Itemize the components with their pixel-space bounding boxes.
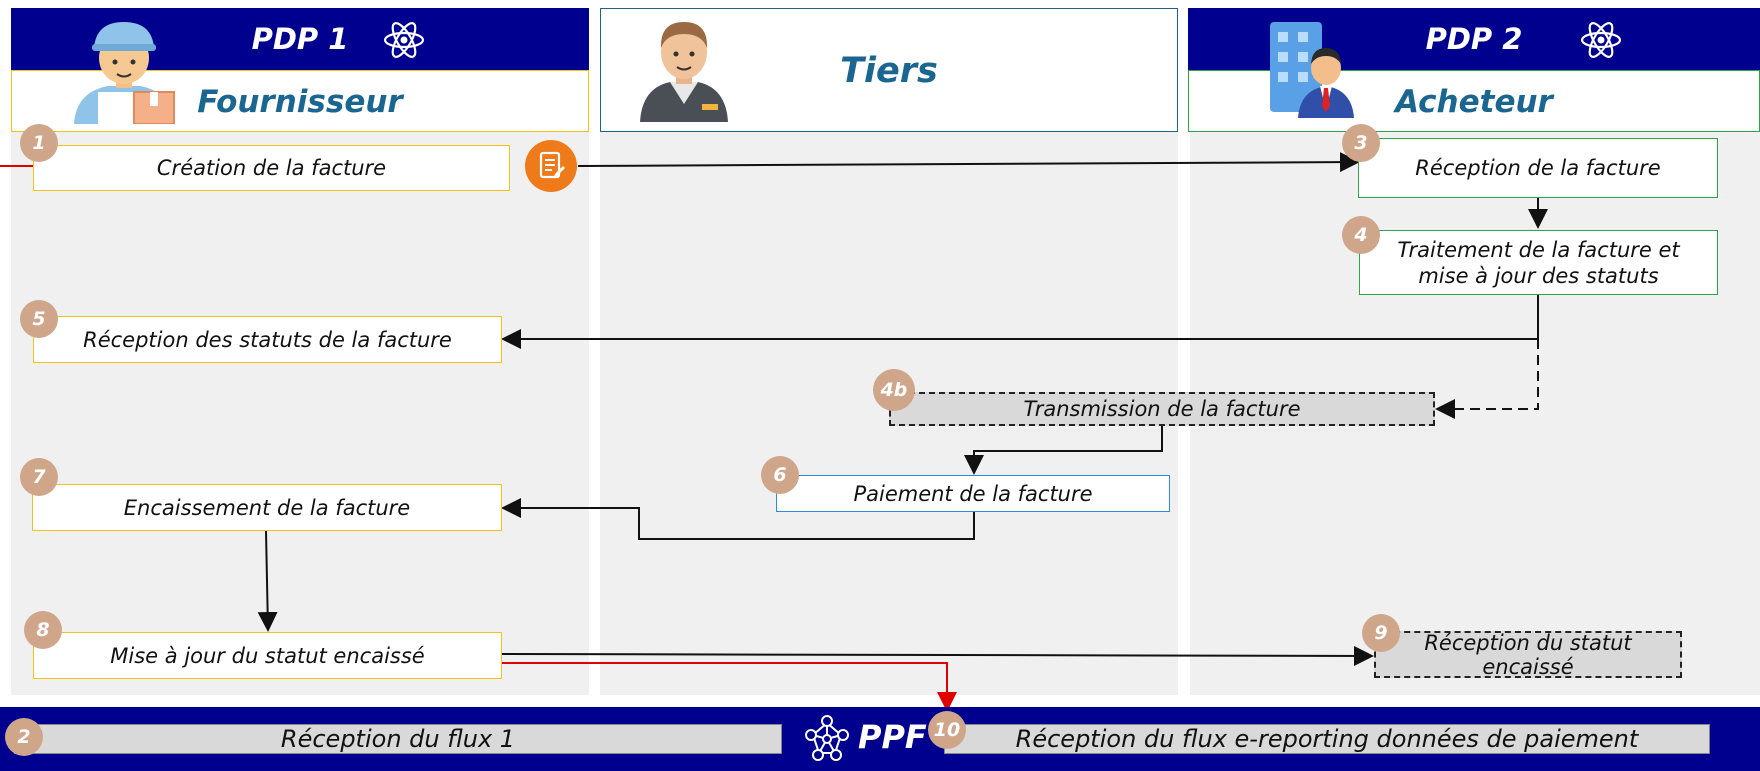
arrow-4-to-5	[501, 295, 1539, 349]
badge-step-3: 3	[1342, 124, 1380, 162]
step-5-label: Réception des statuts de la facture	[83, 327, 452, 352]
step-4b-box: Transmission de la facture	[889, 392, 1435, 426]
supplier-avatar-icon	[74, 22, 175, 124]
arrow-7-to-8	[257, 530, 278, 632]
ppf-ereporting-label: Réception du flux e-reporting données de…	[1015, 725, 1639, 753]
step-1-label: Création de la facture	[156, 156, 387, 180]
pdp2-title: PDP 2	[1425, 22, 1523, 56]
badge-step-10: 10	[928, 711, 966, 749]
badge-step-1: 1	[20, 124, 58, 162]
ppf-flux1-label: Réception du flux 1	[280, 725, 516, 753]
badge-step-4: 4	[1342, 216, 1380, 254]
step-4-label: Traitement de la facture et mise à jour …	[1397, 237, 1680, 288]
step-9-label: Réception du statut encaissé	[1424, 630, 1632, 679]
ppf-title: PPF	[858, 718, 927, 756]
step-4b-label: Transmission de la facture	[1023, 397, 1301, 421]
arrow-4b-to-6	[964, 426, 1163, 475]
tiers-avatar-icon	[640, 22, 728, 122]
acheteur-title: Acheteur	[1395, 84, 1553, 120]
badge-step-8: 8	[24, 611, 62, 649]
invoice-document-icon	[525, 140, 577, 192]
ppf-ereporting-box: Réception du flux e-reporting données de…	[944, 724, 1710, 754]
step-3-box: Réception de la facture	[1358, 138, 1718, 198]
acheteur-header: Acheteur	[1188, 70, 1760, 132]
badge-step-7: 7	[20, 458, 58, 496]
step-9-box: Réception du statut encaissé	[1374, 630, 1682, 679]
step-4-box: Traitement de la facture et mise à jour …	[1359, 230, 1718, 295]
atom-icon	[383, 22, 425, 58]
arrow-8-to-9	[501, 645, 1374, 666]
step-8-box: Mise à jour du statut encaissé	[33, 632, 502, 679]
step-1-box: Création de la facture	[33, 145, 510, 191]
buyer-building-icon	[1270, 22, 1354, 118]
step-8-label: Mise à jour du statut encaissé	[110, 643, 425, 668]
arrow-4-to-4b	[1435, 339, 1539, 419]
badge-step-2: 2	[5, 718, 43, 756]
step-5-box: Réception des statuts de la facture	[33, 316, 502, 363]
atom-icon	[1580, 22, 1622, 58]
badge-step-5: 5	[20, 300, 58, 338]
step-6-label: Paiement de la facture	[853, 481, 1093, 506]
step-7-box: Encaissement de la facture	[32, 484, 502, 531]
tiers-title: Tiers	[840, 51, 938, 91]
network-icon	[805, 715, 849, 761]
badge-step-4b: 4b	[873, 369, 915, 411]
step-3-label: Réception de la facture	[1415, 156, 1661, 180]
ppf-flux1-box: Réception du flux 1	[14, 724, 782, 754]
arrow-1-to-3	[577, 152, 1360, 173]
arrow-6-to-7	[501, 498, 975, 540]
badge-step-9: 9	[1362, 614, 1400, 652]
step-6-box: Paiement de la facture	[776, 475, 1170, 512]
badge-step-6: 6	[761, 456, 799, 494]
step-7-label: Encaissement de la facture	[123, 495, 411, 520]
pdp1-title: PDP 1	[251, 22, 349, 56]
arrow-8-to-10	[502, 662, 957, 712]
lane-fournisseur	[11, 130, 589, 695]
fournisseur-title: Fournisseur	[197, 84, 403, 120]
